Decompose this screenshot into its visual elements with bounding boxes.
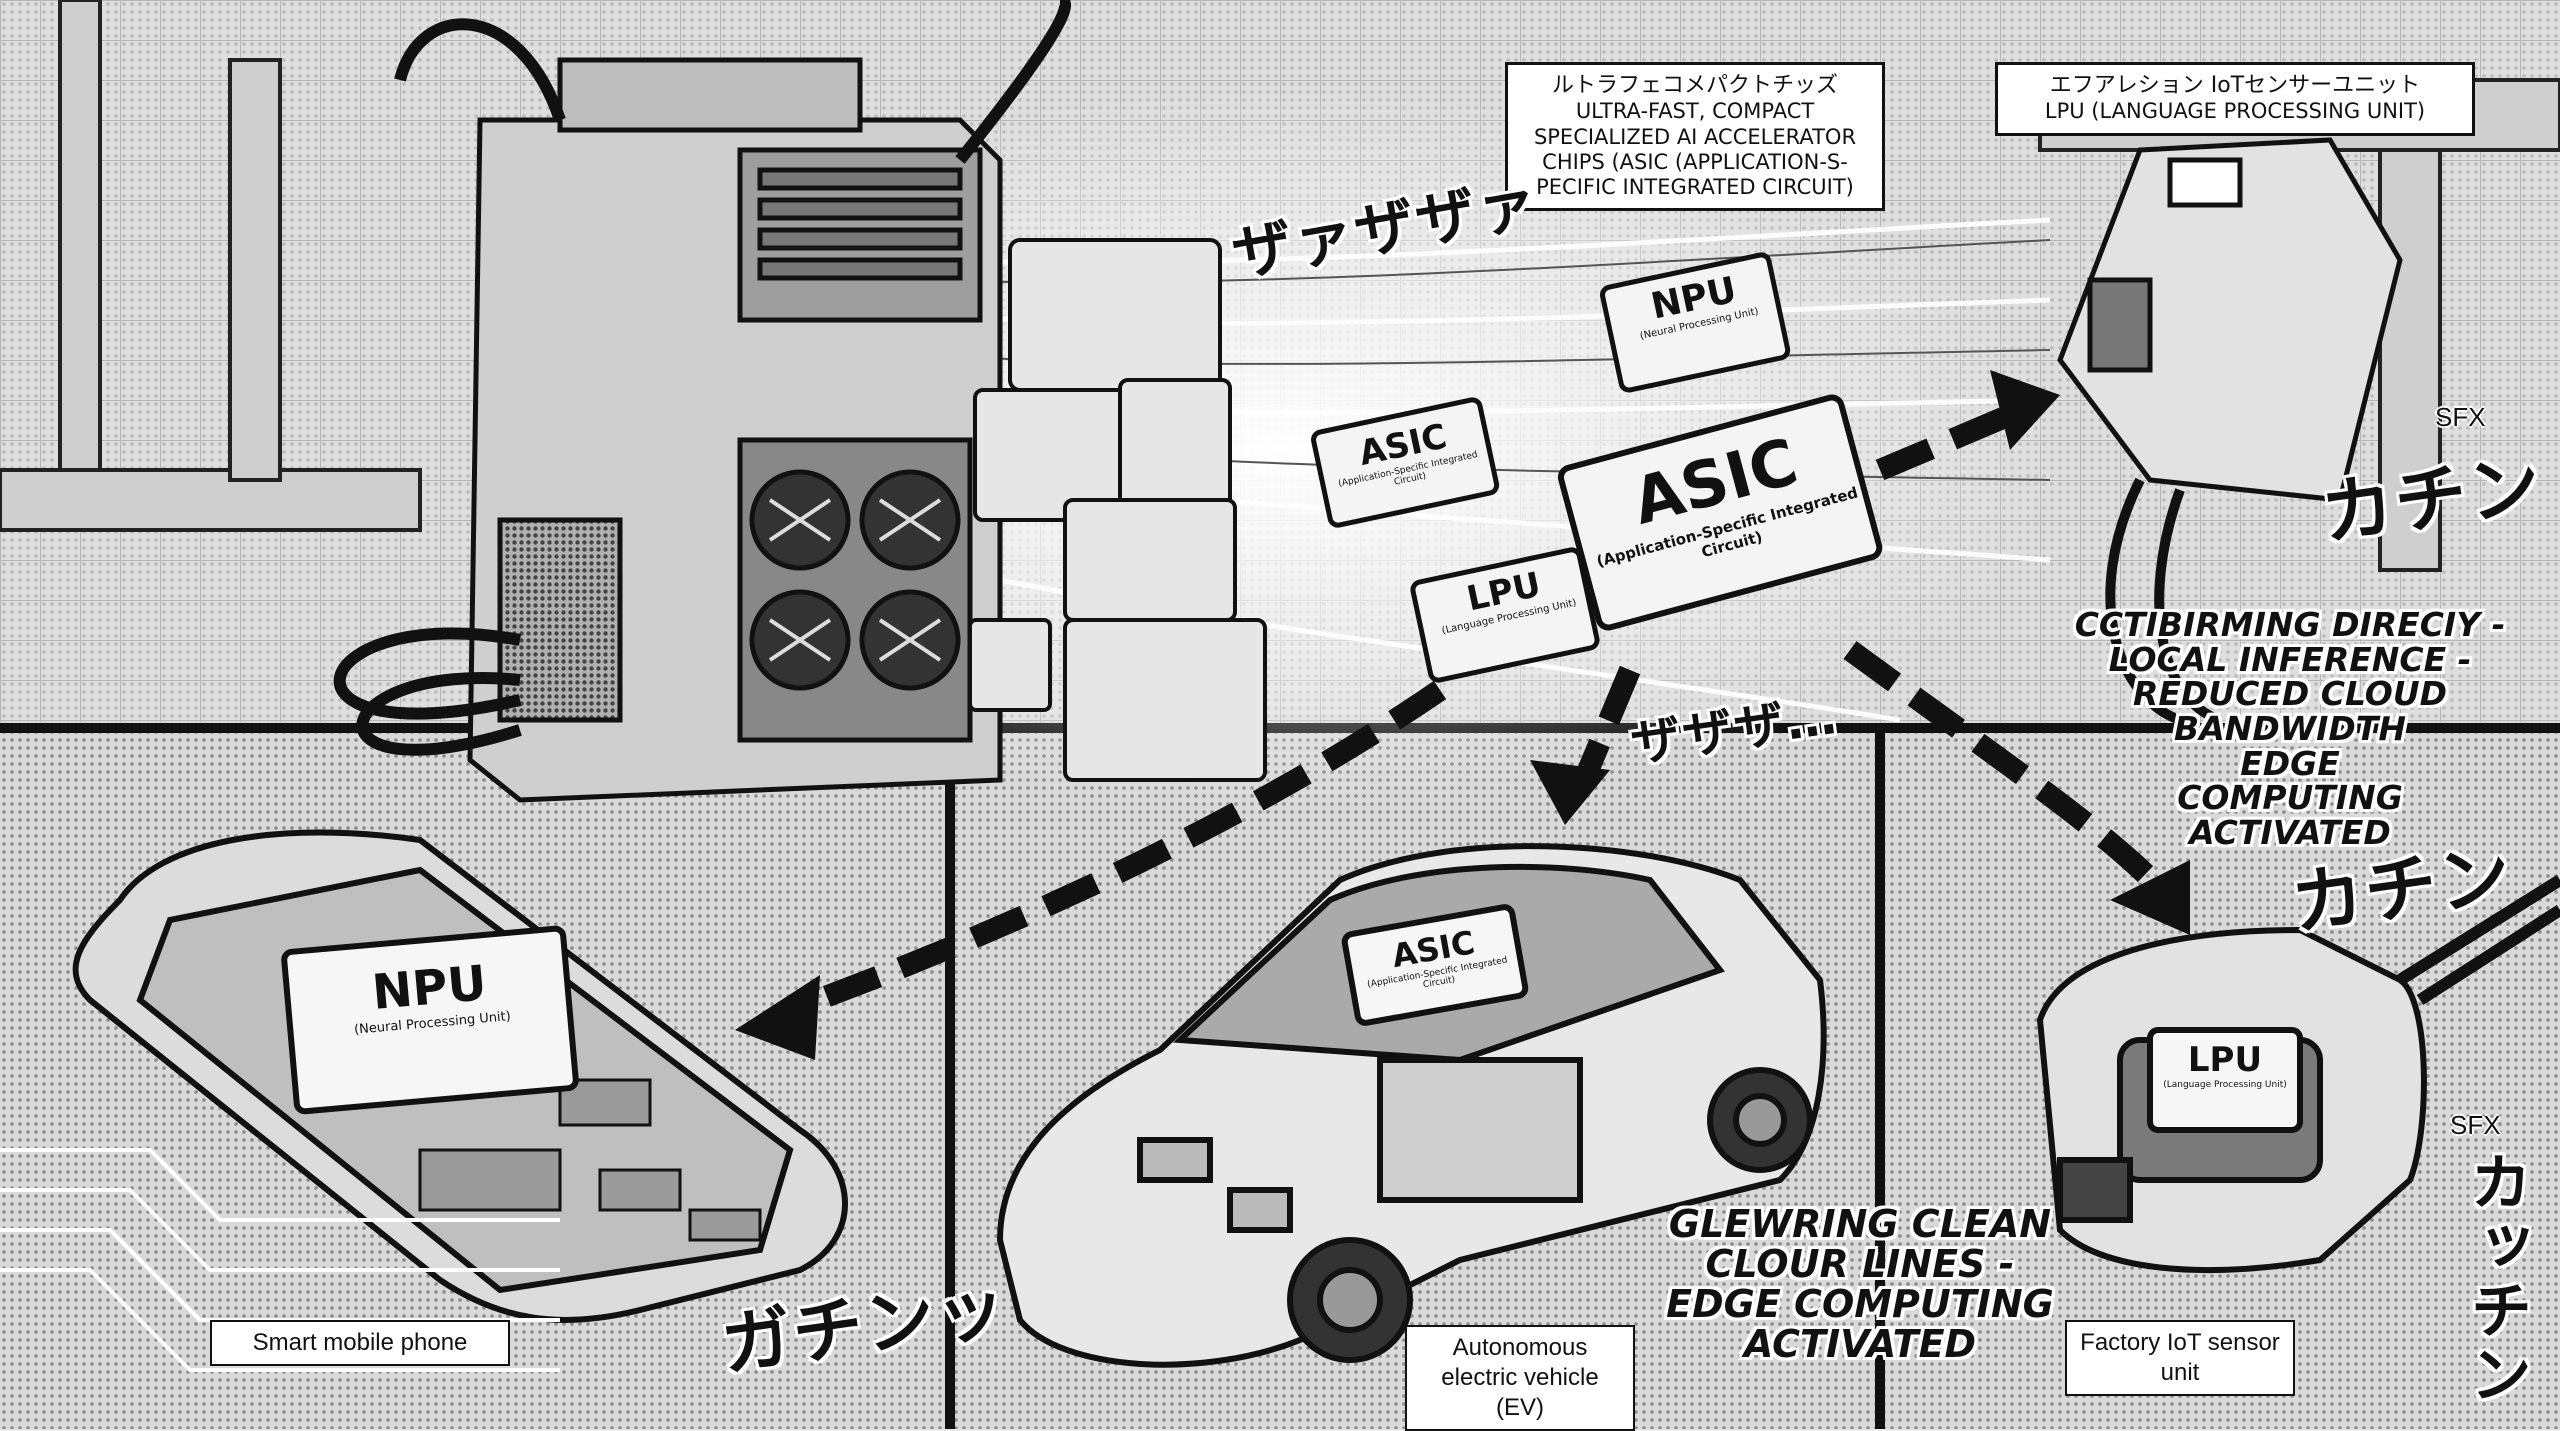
chip-asic-big	[1557, 394, 1883, 631]
sfx-label-bottom: SFX	[2450, 1110, 2501, 1140]
sfx-kacchin: カッチン	[2459, 1150, 2532, 1406]
smartphone	[72, 829, 848, 1323]
callout-right-line6: ACTIVATED	[2189, 812, 2391, 852]
iot-lpu-name: LPU	[2187, 1040, 2263, 1080]
callout-right-line3: REDUCED CLOUD BANDWIDTH	[2132, 674, 2448, 748]
callout-edge-computing-right: CCTIBIRMING DIRECIY - LOCAL INFERENCE - …	[2050, 605, 2530, 852]
iot-sensor-top	[2057, 137, 2403, 725]
chips-info-line1: ULTRA-FAST, COMPACT	[1575, 99, 1815, 124]
lpu-info-line1: LPU (LANGUAGE PROCESSING UNIT)	[2044, 99, 2426, 124]
iot-lpu-sub: (Language Processing Unit)	[2163, 1080, 2287, 1090]
callout-car-line1: GLEWRING CLEAN	[1668, 1202, 2052, 1246]
caption-iot: Factory IoT sensor unit	[2065, 1320, 2295, 1396]
callout-car-line2: CLOUR LINES -	[1705, 1241, 2015, 1286]
caption-smartphone: Smart mobile phone	[210, 1320, 510, 1366]
callout-right-line5: COMPUTING	[2177, 778, 2403, 818]
iot-lpu-label: LPU (Language Processing Unit)	[2155, 1040, 2295, 1090]
background-pipes	[0, 0, 2560, 572]
callout-right-line1: CCTIBIRMING DIRECIY -	[2074, 605, 2506, 644]
caption-ev: Autonomous electric vehicle (EV)	[1405, 1325, 1635, 1431]
callout-car-line4: ACTIVATED	[1743, 1321, 1977, 1366]
electric-car	[996, 843, 1827, 1368]
server-unit	[467, 57, 1003, 803]
sfx-label-top: SFX	[2435, 402, 2486, 432]
chips-info-line4: PECIFIC INTEGRATED CIRCUIT)	[1536, 174, 1854, 199]
server-cables	[333, 0, 1071, 756]
chips-info-box: ルトラフェコメパクトチッズ ULTRA-FAST, COMPACT SPECIA…	[1505, 62, 1885, 212]
modules	[968, 238, 1267, 782]
chip-lpu-mid	[1410, 547, 1600, 683]
iot-sensor-unit	[2036, 874, 2560, 1273]
callout-right-line4: EDGE	[2240, 743, 2340, 783]
chips-info-jp: ルトラフェコメパクトチッズ	[1551, 73, 1838, 98]
chips-info-line2: SPECIALIZED AI ACCELERATOR	[1533, 124, 1857, 149]
lpu-info-jp: エフアレション IoTセンサーユニット	[2049, 73, 2421, 98]
chip-npu-top	[1600, 252, 1791, 393]
callout-car-line3: EDGE COMPUTING	[1666, 1281, 2054, 1326]
callout-edge-computing-car: GLEWRING CLEAN CLOUR LINES - EDGE COMPUT…	[1660, 1202, 2060, 1366]
lpu-info-box: エフアレション IoTセンサーユニット LPU (LANGUAGE PROCES…	[1995, 62, 2475, 136]
chip-asic-small	[1311, 397, 1500, 528]
callout-right-line2: LOCAL INFERENCE -	[2108, 639, 2472, 679]
chips-info-line3: CHIPS (ASIC (APPLICATION-S-	[1542, 149, 1848, 174]
